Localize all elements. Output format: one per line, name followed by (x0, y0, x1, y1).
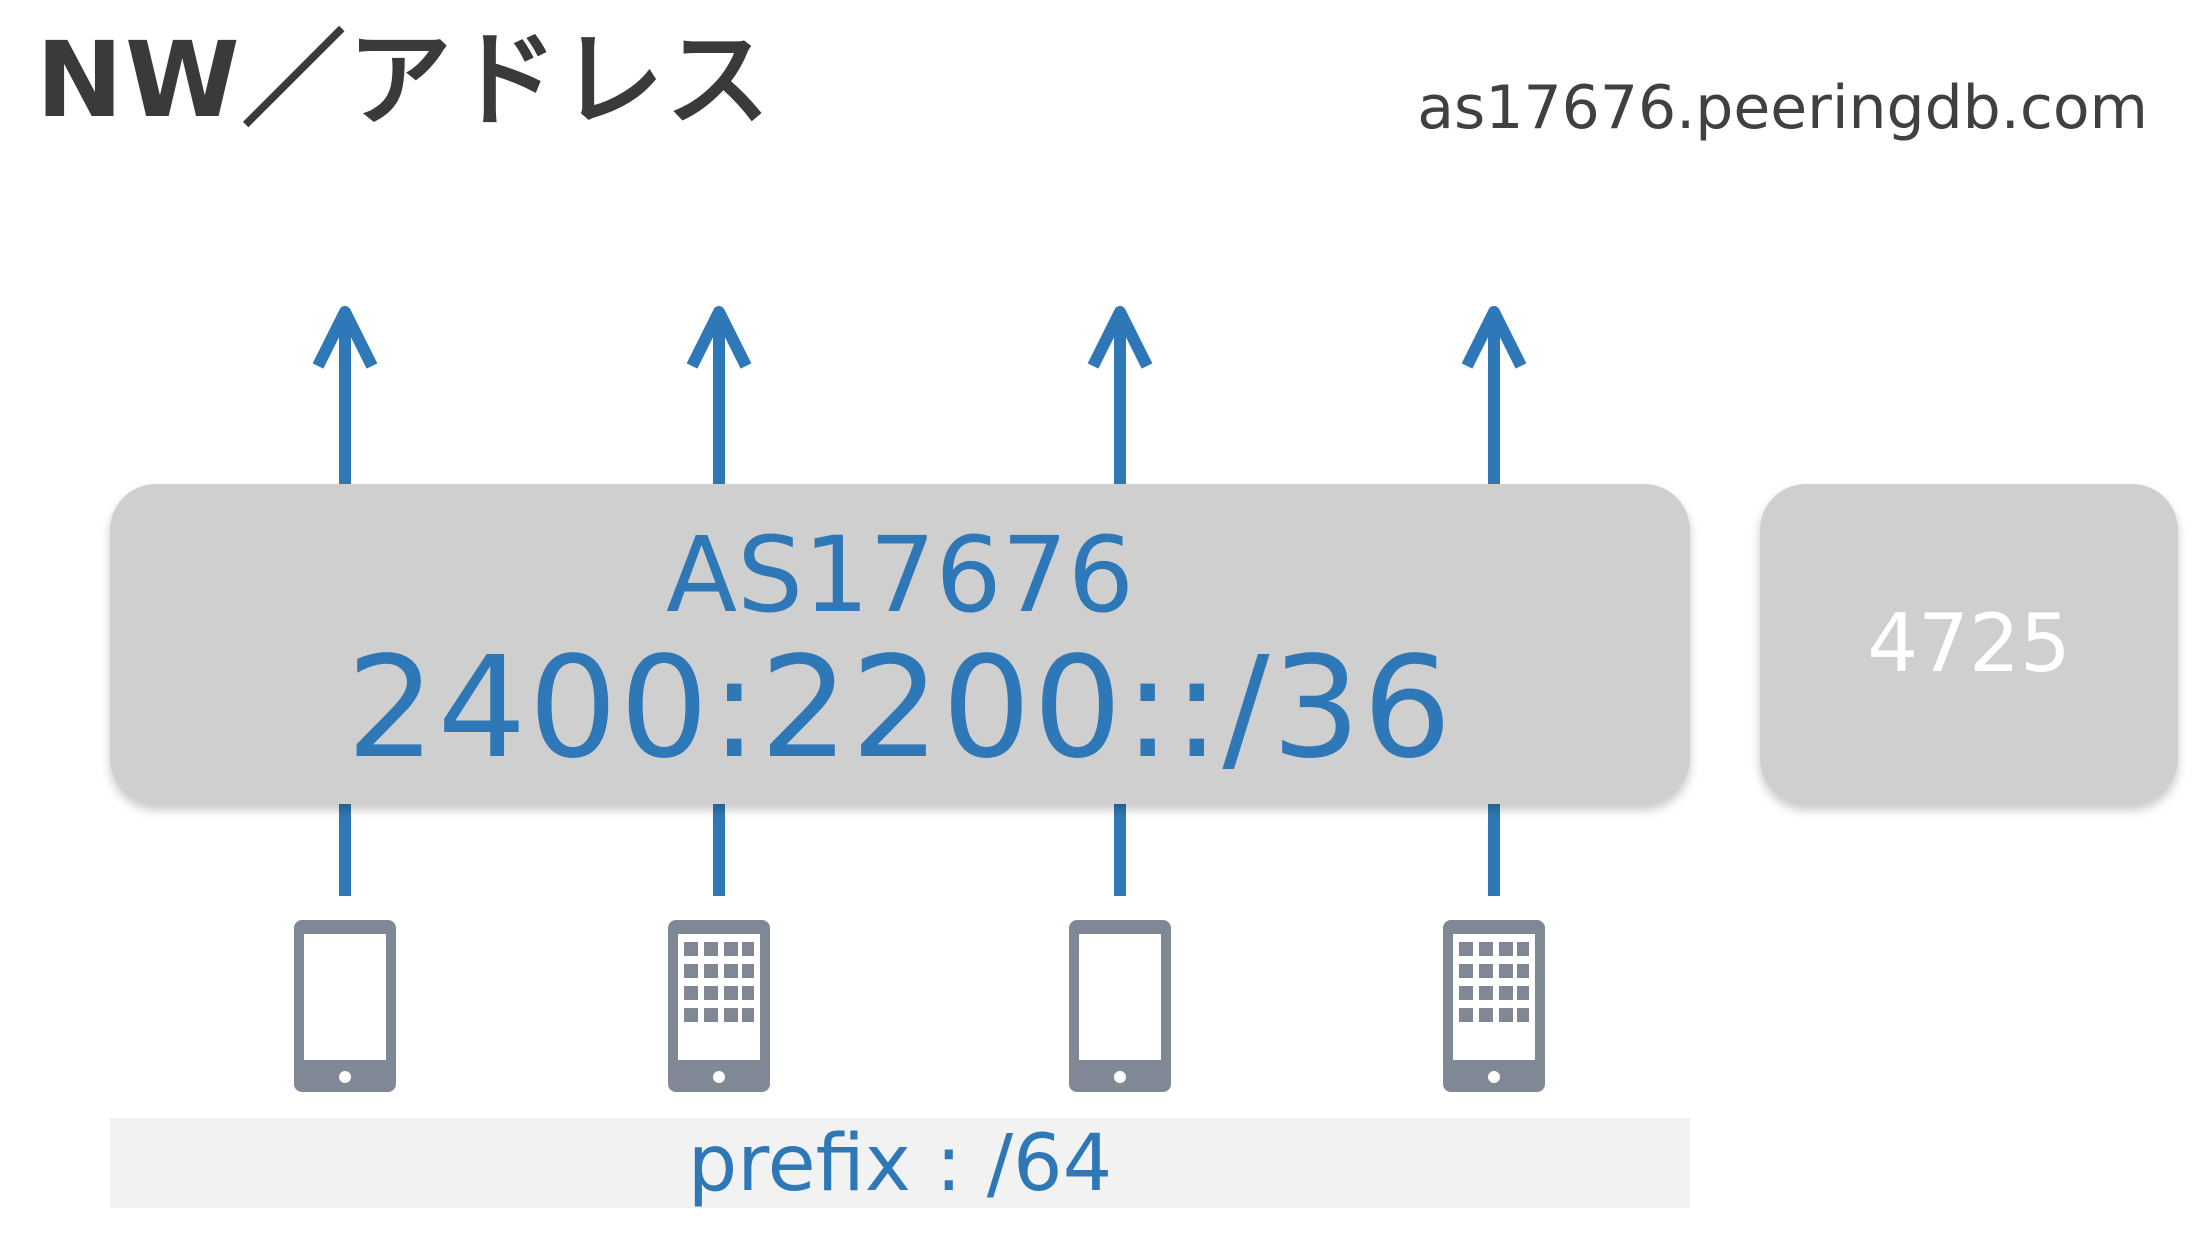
page-title: NW／アドレス (36, 19, 772, 141)
upstream-arrows (312, 306, 1527, 484)
upstream-arrow-icon (686, 306, 752, 484)
device-prefix-bar: prefix : /64 (110, 1118, 1690, 1208)
feature-phone-icon (1443, 920, 1545, 1092)
side-box: 4725 (1760, 484, 2178, 804)
side-box-label: 4725 (1867, 597, 2071, 690)
smartphone-icon (294, 920, 396, 1092)
device-links (339, 804, 1500, 896)
feature-phone-icon (668, 920, 770, 1092)
upstream-arrow-icon (312, 306, 378, 484)
as-box: AS17676 2400:2200::/36 (110, 484, 1690, 804)
source-url: as17676.peeringdb.com (1417, 73, 2148, 143)
upstream-arrow-icon (1087, 306, 1153, 484)
as-number: AS17676 (666, 514, 1134, 636)
device-prefix-label: prefix : /64 (687, 1119, 1113, 1209)
upstream-arrow-icon (1461, 306, 1527, 484)
as-prefix: 2400:2200::/36 (346, 627, 1454, 790)
smartphone-icon (1069, 920, 1171, 1092)
